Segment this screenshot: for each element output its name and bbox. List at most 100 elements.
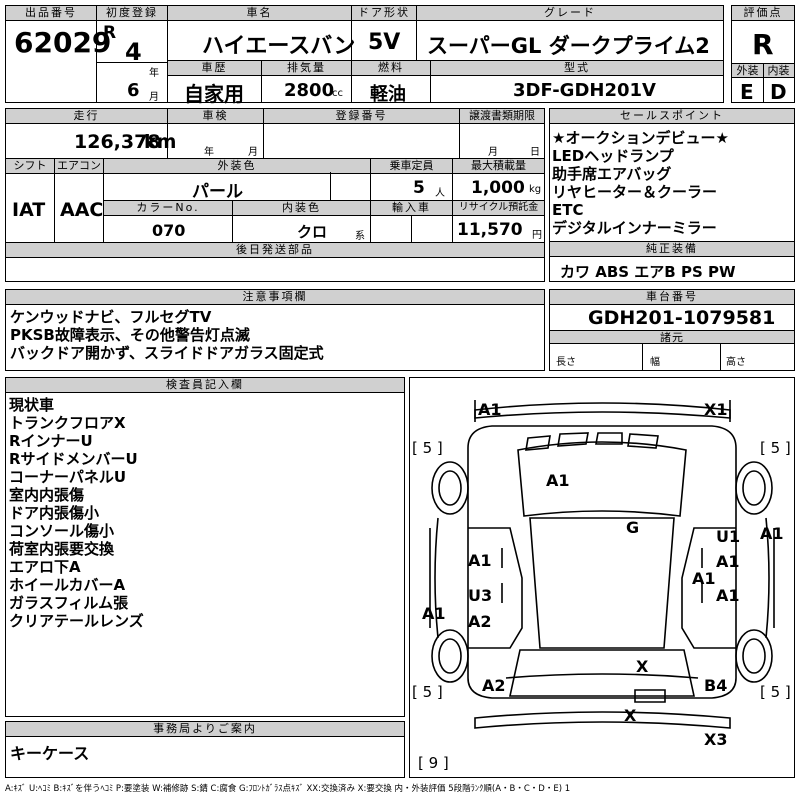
mileage-label: 走行 xyxy=(6,109,167,124)
inspector-line: 現状車 xyxy=(9,396,55,414)
sales-list: ★オークションデビュー★ LEDヘッドランプ 助手席エアバッグ リヤヒーター＆ク… xyxy=(552,129,729,237)
car-diagram: A1 X1 A1 G A1 U3 A2 A1 U1 A1 A1 A1 A1 X … xyxy=(409,377,795,778)
tire-score: [ 5 ] xyxy=(412,439,443,457)
sales-item: デジタルインナーミラー xyxy=(552,219,717,237)
inspector-line: ガラスフィルム張 xyxy=(9,594,129,612)
tire-score: [ 5 ] xyxy=(760,683,791,701)
lot-number: 62029 xyxy=(14,26,112,59)
car-outline-graphic xyxy=(429,400,775,729)
model-label: 車名 xyxy=(168,6,351,21)
ext-grade: E xyxy=(740,80,754,104)
inspector-line: エアロ下A xyxy=(9,558,81,576)
recycle-label: リサイクル預託金 xyxy=(453,201,544,216)
shift-value: IAT xyxy=(12,199,46,221)
notes-label: 注意事項欄 xyxy=(6,290,544,305)
office-label: 事務局よりご案内 xyxy=(6,722,404,737)
import-label: 輸入車 xyxy=(371,201,452,216)
grade-label: グレード xyxy=(417,6,723,21)
int-color-value: クロ xyxy=(297,223,328,241)
history-label: 車歴 xyxy=(168,61,261,76)
color-no-label: カラーNo. xyxy=(104,201,232,216)
reg-cell: 初度登録 R 4 年 6 月 xyxy=(96,5,168,103)
fuel-label: 燃料 xyxy=(352,61,430,76)
color-no-value: 070 xyxy=(152,221,186,240)
ac-value: AAC xyxy=(60,199,104,221)
inspector-line: ホイールカバーA xyxy=(9,576,126,594)
mileage-unit: km xyxy=(144,131,177,153)
sales-item: リヤヒーター＆クーラー xyxy=(552,183,718,201)
model-cell: 車名 ハイエースバン xyxy=(167,5,355,61)
grade-cell: グレード スーパーGL ダークプライム2 xyxy=(416,5,724,61)
type-value: 3DF-GDH201V xyxy=(513,80,656,101)
reg-year: 4 xyxy=(125,38,142,66)
score-cell: 評価点 R 外装 内装 E D xyxy=(731,5,795,104)
deadline-cell: 譲渡書類期限 月 日 xyxy=(459,108,545,159)
shift-label: シフト xyxy=(6,159,54,174)
later-parts-label: 後日発送部品 xyxy=(6,243,544,258)
equipment-value: カワ ABS エアB PS PW xyxy=(560,263,736,281)
reg-era: R xyxy=(103,23,117,43)
tire-score: [ 5 ] xyxy=(760,439,791,457)
damage-mark: A1 xyxy=(716,586,740,605)
recycle-unit: 円 xyxy=(532,230,542,241)
import-cell: 輸入車 xyxy=(370,200,453,243)
damage-mark: A1 xyxy=(422,604,446,623)
color-label: 外装色 xyxy=(104,159,370,174)
dims-length: 長さ xyxy=(556,357,576,368)
reg-month-unit: 月 xyxy=(149,92,159,103)
inspector-line: RサイドメンバーU xyxy=(9,450,138,468)
notes-line: PKSB故障表示、その他警告灯点滅 xyxy=(10,326,250,344)
history-value: 自家用 xyxy=(184,82,244,106)
inspection-month-unit: 月 xyxy=(248,147,258,158)
inspector-line: RインナーU xyxy=(9,432,93,450)
spare-tire-score: [ 9 ] xyxy=(418,754,449,772)
score-value: R xyxy=(752,28,774,61)
office-cell: 事務局よりご案内 キーケース xyxy=(5,721,405,778)
inspection-year-unit: 年 xyxy=(204,147,214,158)
inspector-label: 検査員記入欄 xyxy=(6,378,404,393)
damage-mark: A1 xyxy=(478,400,502,419)
int-color-cell: 内装色 クロ 系 xyxy=(232,200,371,243)
sales-item: 助手席エアバッグ xyxy=(552,165,672,183)
chassis-cell: 車台番号 GDH201-1079581 諸元 長さ 幅 高さ xyxy=(549,289,795,371)
capacity-value: 5 xyxy=(413,178,425,198)
inspector-line: 室内内張傷 xyxy=(9,486,85,504)
score-label: 評価点 xyxy=(732,6,794,21)
inspector-line: トランクフロアX xyxy=(9,414,126,432)
load-cell: 最大積載量 1,000 kg xyxy=(452,158,545,201)
sales-label: セールスポイント xyxy=(550,109,794,124)
ac-cell: エアコン AAC xyxy=(54,158,104,243)
dims-label: 諸元 xyxy=(550,330,794,344)
displacement-label: 排気量 xyxy=(262,61,351,76)
later-parts-cell: 後日発送部品 xyxy=(5,242,545,282)
tire-score: [ 5 ] xyxy=(412,683,443,701)
damage-mark: U3 xyxy=(468,586,493,605)
damage-mark: A1 xyxy=(692,569,716,588)
notes-line: ケンウッドナビ、フルセグTV xyxy=(10,308,212,326)
sales-item: LEDヘッドランプ xyxy=(552,147,674,165)
doors-value: 5V xyxy=(368,30,401,55)
equipment-cell: 純正装備 カワ ABS エアB PS PW xyxy=(549,241,795,282)
dims-height: 高さ xyxy=(726,357,746,368)
plate-cell: 登録番号 xyxy=(263,108,460,159)
damage-mark: A2 xyxy=(482,676,506,695)
ext-grade-label: 外装 xyxy=(732,64,763,78)
notes-list: ケンウッドナビ、フルセグTV PKSB故障表示、その他警告灯点滅 バックドア開か… xyxy=(10,308,324,362)
damage-mark: A1 xyxy=(760,524,784,543)
inspector-line: ドア内張傷小 xyxy=(9,504,100,522)
int-color-unit: 系 xyxy=(355,231,365,242)
capacity-cell: 乗車定員 5 人 xyxy=(370,158,453,201)
fuel-value: 軽油 xyxy=(370,84,406,105)
lot-cell: 出品番号 62029 xyxy=(5,5,111,103)
color-value: パール xyxy=(192,182,243,202)
deadline-month-unit: 月 xyxy=(488,147,498,158)
damage-mark: A1 xyxy=(546,471,570,490)
damage-mark: X xyxy=(624,706,637,725)
mileage-value: 126,378 xyxy=(74,131,161,153)
dims-width: 幅 xyxy=(650,357,660,368)
damage-mark: A1 xyxy=(716,552,740,571)
ac-label: エアコン xyxy=(55,159,103,174)
inspector-line: 荷室内張要交換 xyxy=(9,540,115,558)
recycle-value: 11,570 xyxy=(457,220,523,240)
grade-value: スーパーGL ダークプライム2 xyxy=(427,34,710,58)
